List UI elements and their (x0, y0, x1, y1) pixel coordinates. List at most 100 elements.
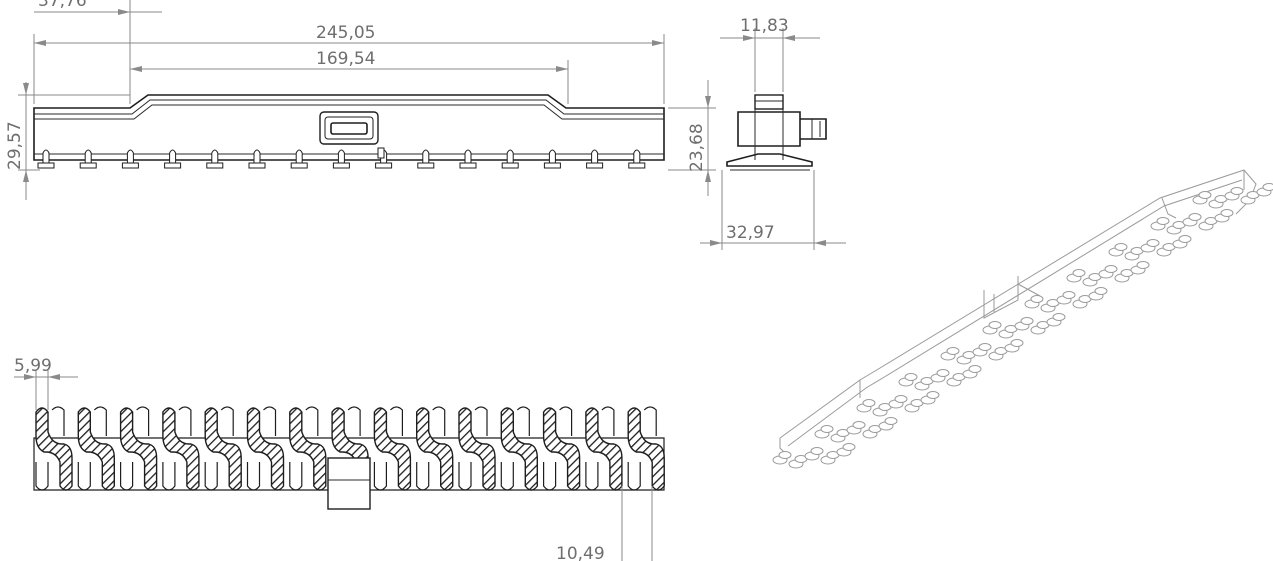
iso-link (1094, 287, 1108, 295)
hatched-link (458, 407, 496, 491)
iso-link (1072, 269, 1086, 277)
dimension-overall-height: 29,57 (5, 82, 130, 200)
slot-bottom (458, 462, 472, 491)
iso-link (1062, 291, 1076, 299)
hatched-link (246, 407, 285, 491)
isometric-view (772, 169, 1273, 469)
slot-top (220, 406, 234, 436)
slot-bottom (162, 462, 176, 491)
iso-link (1146, 239, 1160, 247)
teeth-row (37, 147, 646, 169)
dim-base-width: 32,97 (726, 223, 775, 243)
front-tooth (206, 149, 224, 169)
slot-top (601, 406, 615, 436)
hatched-link (77, 407, 115, 491)
iso-link (852, 421, 866, 429)
iso-link (1020, 317, 1034, 325)
front-tooth (332, 149, 350, 169)
front-tooth (543, 149, 561, 169)
iso-link (862, 399, 876, 407)
iso-link (968, 365, 982, 373)
slot-bottom (627, 462, 641, 491)
iso-comb-chains (772, 183, 1273, 469)
front-tooth (164, 149, 182, 169)
iso-link (946, 347, 960, 355)
slot-top (516, 406, 530, 436)
iso-link (988, 321, 1002, 329)
iso-link (884, 417, 898, 425)
iso-link (820, 425, 834, 433)
iso-link (936, 369, 950, 377)
iso-link (1030, 295, 1044, 303)
front-tooth (628, 149, 646, 169)
iso-link (926, 391, 940, 399)
slot-bottom (289, 462, 303, 491)
dim-offset-left: 37,76 (38, 0, 87, 11)
front-tooth (121, 149, 139, 169)
iso-link (842, 443, 856, 451)
dimension-offset-left: 37,76 (34, 0, 162, 104)
slot-bottom (246, 462, 261, 491)
slot-top (136, 406, 150, 436)
center-tab (327, 457, 371, 510)
hatched-link (289, 407, 327, 491)
dimension-top-width: 11,83 (720, 16, 820, 92)
iso-link (1156, 217, 1170, 225)
slot-top (474, 406, 488, 436)
iso-link (1052, 313, 1066, 321)
slot-top (559, 406, 573, 436)
front-tooth (79, 149, 97, 169)
slot-bottom (500, 462, 514, 491)
window-slot (319, 111, 379, 145)
front-view: 37,76 245,05 169,54 29,57 (5, 0, 716, 200)
iso-link (778, 451, 792, 459)
front-tooth (290, 149, 308, 169)
dim-edge-offset: 5,99 (14, 356, 52, 376)
iso-link (1114, 243, 1128, 251)
hatched-link (627, 407, 665, 491)
slot-top (389, 406, 403, 436)
iso-link (810, 447, 824, 455)
front-tooth (248, 149, 266, 169)
front-tooth (586, 149, 604, 169)
slot-top (178, 406, 192, 436)
hatched-link (119, 407, 158, 491)
hatched-link (204, 407, 242, 491)
slot-top (263, 406, 277, 436)
dimension-base-width: 32,97 (700, 170, 846, 250)
slot-top (347, 406, 361, 436)
iso-link (1104, 265, 1118, 273)
hatched-link (500, 407, 538, 491)
slot-top (51, 406, 65, 436)
iso-link (904, 373, 918, 381)
iso-link (1178, 235, 1192, 243)
hatched-link (373, 407, 412, 491)
slot-bottom (373, 462, 387, 491)
front-tooth (37, 149, 55, 169)
slot-bottom (77, 462, 91, 491)
hatched-link (162, 407, 200, 491)
dimension-overall-width: 245,05 (33, 23, 665, 104)
iso-link (1198, 191, 1212, 199)
dim-overall-height: 29,57 (5, 121, 25, 170)
slot-bottom (585, 462, 599, 491)
dim-body-height: 23,68 (687, 123, 707, 172)
iso-link (978, 343, 992, 351)
dim-center-width: 169,54 (316, 49, 375, 69)
slot-top (432, 406, 446, 436)
dimension-edge-offset: 5,99 (14, 356, 78, 410)
iso-link (1010, 339, 1024, 347)
front-tooth (501, 149, 519, 169)
slot-top (643, 406, 657, 436)
hatched-link (542, 407, 581, 491)
slot-bottom (416, 462, 430, 491)
bottom-view: 5,99 10,49 (14, 356, 665, 561)
side-view: 11,83 32,97 (700, 16, 846, 250)
dimension-pitch: 10,49 (556, 486, 653, 561)
iso-link (1262, 183, 1273, 191)
slot-bottom (204, 462, 218, 491)
hatched-link (416, 407, 454, 491)
dimension-center-width: 169,54 (130, 49, 569, 104)
dim-top-width: 11,83 (740, 16, 789, 36)
